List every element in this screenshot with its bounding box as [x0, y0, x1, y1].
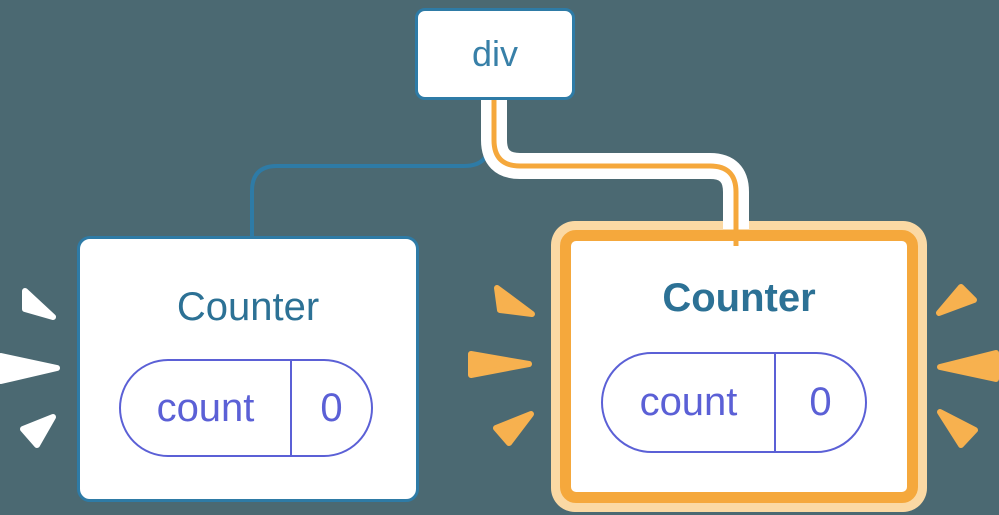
spark-icon: [20, 414, 56, 448]
state-value: 0: [809, 380, 832, 424]
spark-icon: [494, 285, 535, 317]
spark-burst-white-icon: [0, 288, 60, 448]
spark-burst-orange-left-icon: [468, 285, 535, 446]
counter-node-right: Counter count 0: [560, 230, 918, 503]
spark-icon: [468, 351, 532, 378]
spark-icon: [936, 284, 977, 316]
highlight-ring: Counter count 0: [551, 221, 927, 512]
spark-icon: [937, 409, 978, 448]
spark-icon: [493, 411, 534, 446]
connector-left-edge: [250, 100, 492, 239]
root-node-label: div: [471, 33, 519, 74]
spark-burst-orange-right-icon: [936, 284, 999, 448]
counter-node-left: Counter count 0: [77, 236, 419, 502]
spark-icon: [22, 288, 56, 320]
root-node-div: div: [415, 8, 575, 100]
spark-icon: [0, 353, 60, 384]
state-pill: count 0: [601, 352, 867, 453]
counter-title: Counter: [662, 276, 816, 320]
counter-title: Counter: [176, 285, 320, 329]
state-key: count: [603, 354, 776, 451]
spark-icon: [937, 350, 999, 382]
connector-right-casing: [481, 100, 749, 229]
state-pill: count 0: [119, 359, 373, 457]
state-value: 0: [320, 385, 343, 430]
state-key: count: [121, 361, 292, 455]
